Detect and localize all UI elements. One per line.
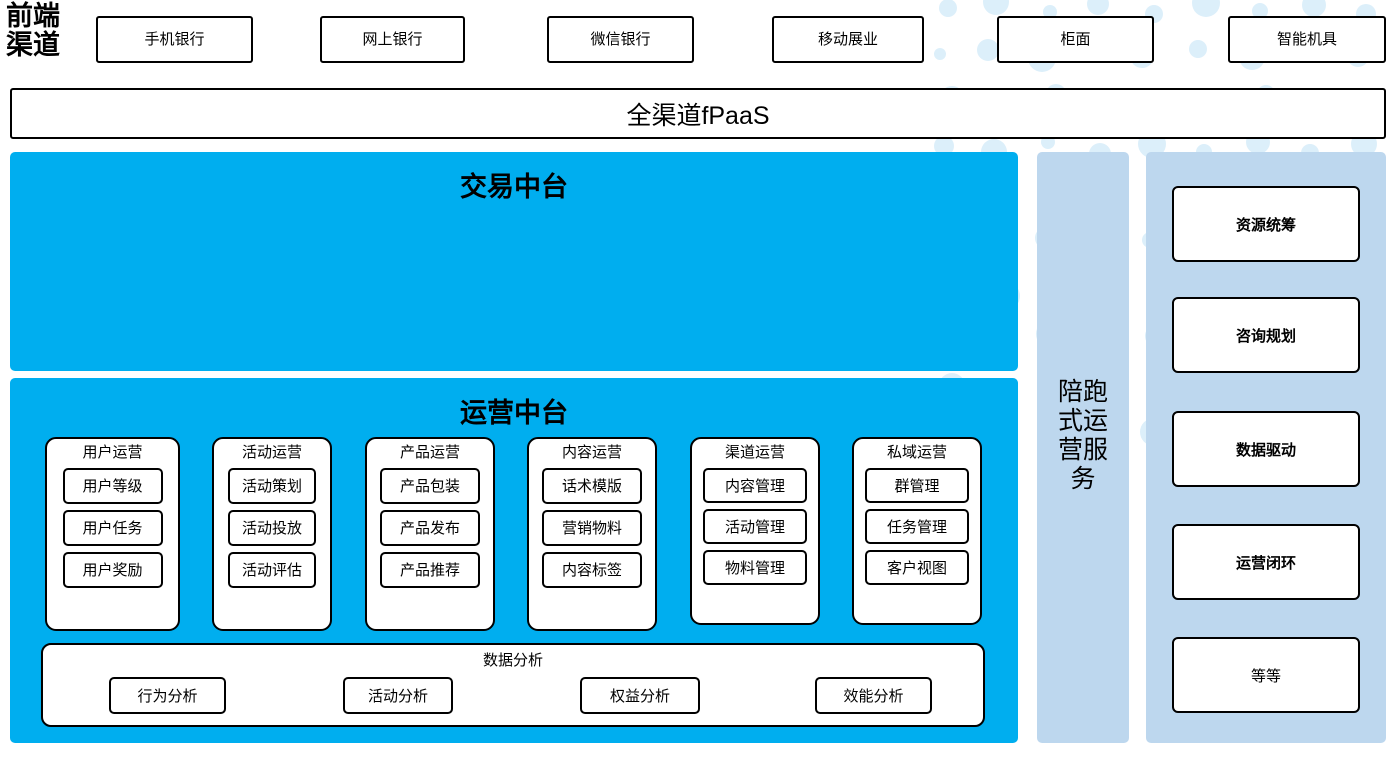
ops-column-product: 产品运营 产品包装 产品发布 产品推荐 [365, 437, 495, 631]
ops-item[interactable]: 客户视图 [865, 549, 969, 585]
fpaas-label: 全渠道fPaaS [626, 101, 770, 130]
service-box-resource-coordination[interactable]: 资源统筹 [1172, 186, 1360, 262]
ops-column-title: 内容运营 [561, 444, 622, 461]
channel-label: 微信银行 [590, 30, 651, 48]
ops-column-content: 内容运营 话术模版 营销物料 内容标签 [527, 437, 657, 631]
ops-column-title: 用户运营 [82, 444, 143, 461]
ops-column-channel: 渠道运营 内容管理 活动管理 物料管理 [690, 437, 820, 625]
channel-box-mobile-business[interactable]: 移动展业 [772, 16, 924, 63]
ops-item[interactable]: 内容管理 [703, 467, 807, 503]
fpaas-bar[interactable]: 全渠道fPaaS [10, 88, 1386, 139]
service-box-label: 数据驱动 [1235, 441, 1296, 459]
service-box-label: 资源统筹 [1235, 216, 1296, 234]
ops-item[interactable]: 用户任务 [62, 509, 163, 546]
data-analysis-title: 数据分析 [482, 652, 543, 669]
data-analysis-item[interactable]: 权益分析 [580, 677, 700, 714]
trade-center-panel: 交易中台 [10, 152, 1018, 371]
service-box-label: 咨询规划 [1235, 327, 1296, 345]
ops-column-title: 私域运营 [886, 444, 947, 461]
ops-item[interactable]: 话术模版 [542, 467, 642, 504]
ops-item[interactable]: 活动评估 [228, 551, 316, 588]
ops-item[interactable]: 产品包装 [380, 467, 480, 504]
channel-box-smart-machine[interactable]: 智能机具 [1228, 16, 1386, 63]
channel-label: 网上银行 [362, 30, 423, 48]
data-analysis-item[interactable]: 效能分析 [815, 677, 932, 714]
data-analysis-strip: 数据分析 行为分析 活动分析 权益分析 效能分析 [41, 643, 985, 727]
channel-box-wechat-bank[interactable]: 微信银行 [547, 16, 694, 63]
channel-box-mobile-bank[interactable]: 手机银行 [96, 16, 253, 63]
ops-item[interactable]: 群管理 [865, 467, 969, 503]
ops-item[interactable]: 用户等级 [62, 467, 163, 504]
service-box-consulting-planning[interactable]: 咨询规划 [1172, 297, 1360, 373]
ops-item[interactable]: 用户奖励 [62, 551, 163, 588]
ops-center-title: 运营中台 [460, 398, 568, 428]
ops-item[interactable]: 产品推荐 [380, 551, 480, 588]
channel-box-counter[interactable]: 柜面 [997, 16, 1154, 63]
ops-column-title: 活动运营 [241, 444, 302, 461]
trade-center-title: 交易中台 [460, 172, 568, 202]
ops-item[interactable]: 物料管理 [703, 549, 807, 585]
ops-item[interactable]: 活动投放 [228, 509, 316, 546]
data-analysis-item[interactable]: 活动分析 [343, 677, 453, 714]
service-box-label: 等等 [1250, 667, 1281, 685]
channel-label: 移动展业 [817, 30, 878, 48]
ops-item[interactable]: 产品发布 [380, 509, 480, 546]
service-box-operation-closed-loop[interactable]: 运营闭环 [1172, 524, 1360, 600]
frontend-channel-label: 前端 渠道 [6, 1, 60, 61]
accompany-service-panel [1037, 152, 1129, 743]
data-analysis-item[interactable]: 行为分析 [109, 677, 226, 714]
ops-item[interactable]: 营销物料 [542, 509, 642, 546]
ops-item[interactable]: 活动策划 [228, 467, 316, 504]
ops-column-private-domain: 私域运营 群管理 任务管理 客户视图 [852, 437, 982, 625]
channel-box-online-bank[interactable]: 网上银行 [320, 16, 465, 63]
ops-column-user: 用户运营 用户等级 用户任务 用户奖励 [45, 437, 180, 631]
channel-label: 手机银行 [144, 30, 205, 48]
service-box-etc[interactable]: 等等 [1172, 637, 1360, 713]
service-box-data-driven[interactable]: 数据驱动 [1172, 411, 1360, 487]
ops-item[interactable]: 内容标签 [542, 551, 642, 588]
ops-item[interactable]: 活动管理 [703, 508, 807, 544]
ops-column-title: 产品运营 [399, 444, 460, 461]
channel-label: 智能机具 [1276, 30, 1337, 48]
ops-item[interactable]: 任务管理 [865, 508, 969, 544]
service-box-label: 运营闭环 [1235, 554, 1296, 572]
channel-label: 柜面 [1060, 30, 1091, 48]
accompany-service-label: 陪跑 式运 营服 务 [1057, 378, 1108, 493]
ops-column-title: 渠道运营 [724, 444, 785, 461]
ops-column-activity: 活动运营 活动策划 活动投放 活动评估 [212, 437, 332, 631]
